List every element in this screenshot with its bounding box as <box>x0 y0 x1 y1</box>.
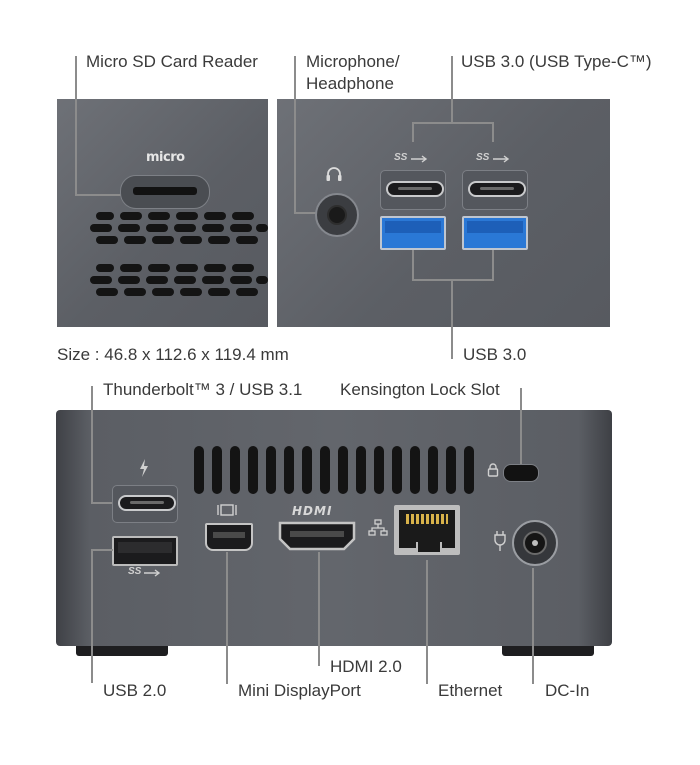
leader-line-usb3-v <box>451 279 453 359</box>
leader-line-thunderbolt-h <box>91 502 115 504</box>
superspeed-logo-left: SS <box>394 152 408 163</box>
ss-arrow-left <box>411 155 428 163</box>
usb2-ss-logo: SS <box>128 566 142 577</box>
label-hdmi: HDMI 2.0 <box>330 657 402 676</box>
network-icon <box>368 519 388 536</box>
hdmi-port[interactable] <box>278 521 356 551</box>
label-kensington: Kensington Lock Slot <box>340 380 500 399</box>
micro-sd-slot[interactable] <box>120 175 210 209</box>
superspeed-logo-right: SS <box>476 152 490 163</box>
leader-line-typec-l <box>412 122 414 142</box>
label-mini-displayport: Mini DisplayPort <box>238 681 361 700</box>
label-ethernet: Ethernet <box>438 681 503 700</box>
hdmi-logo: HDMI <box>292 504 333 518</box>
label-usb20: USB 2.0 <box>103 681 167 700</box>
leader-line-audio-h <box>294 212 318 214</box>
leader-line-usb2-h <box>91 549 113 551</box>
label-size: Size : 46.8 x 112.6 x 119.4 mm <box>57 345 289 364</box>
micro-sd-logo: micro <box>146 150 185 165</box>
usb2-ss-arrow <box>144 569 161 577</box>
leader-line-thunderbolt-v <box>91 386 93 504</box>
leader-line-dc-in <box>532 568 534 684</box>
leader-line-typec-v <box>451 56 453 124</box>
leader-line-micro-sd <box>75 56 77 196</box>
usb2-port[interactable] <box>112 536 178 566</box>
label-usb30: USB 3.0 <box>463 345 527 364</box>
leader-line-usb3-h <box>412 279 494 281</box>
mini-displayport-port[interactable] <box>205 523 253 551</box>
headphone-icon <box>326 167 342 181</box>
leader-line-mini-dp <box>226 552 228 684</box>
label-micro-sd-card-reader: Micro SD Card Reader <box>86 52 258 71</box>
power-plug-icon <box>494 531 506 551</box>
rear-vent <box>194 446 474 494</box>
leader-line-ethernet <box>426 560 428 684</box>
thunderbolt-port[interactable] <box>118 495 176 511</box>
leader-line-usb3-r <box>492 250 494 280</box>
mini-displayport-icon <box>217 504 237 516</box>
leader-line-usb3-l <box>412 250 414 280</box>
label-usb30-typec: USB 3.0 (USB Type-C™) <box>461 52 652 71</box>
sd-panel-vents <box>90 212 268 296</box>
usb-typec-port-left[interactable] <box>386 181 444 197</box>
label-headphone: Headphone <box>306 74 394 93</box>
usb-typec-port-right[interactable] <box>468 181 526 197</box>
dc-in-port[interactable] <box>512 520 558 566</box>
lightning-icon <box>140 459 148 477</box>
ethernet-port[interactable] <box>394 505 460 555</box>
leader-line-audio <box>294 56 296 214</box>
kensington-lock-slot[interactable] <box>503 464 539 482</box>
label-dc-in: DC-In <box>545 681 590 700</box>
label-thunderbolt: Thunderbolt™ 3 / USB 3.1 <box>103 380 303 399</box>
label-microphone: Microphone/ <box>306 52 400 71</box>
leader-line-usb2-v <box>91 549 93 683</box>
usb3-port-left[interactable] <box>380 216 446 250</box>
leader-line-hdmi <box>318 552 320 666</box>
leader-line-typec-h <box>412 122 494 124</box>
leader-line-micro-sd-h <box>75 194 127 196</box>
leader-line-kensington <box>520 388 522 464</box>
leader-line-typec-r <box>492 122 494 142</box>
audio-jack[interactable] <box>315 193 359 237</box>
ss-arrow-right <box>493 155 510 163</box>
usb3-port-right[interactable] <box>462 216 528 250</box>
lock-icon <box>487 463 499 477</box>
